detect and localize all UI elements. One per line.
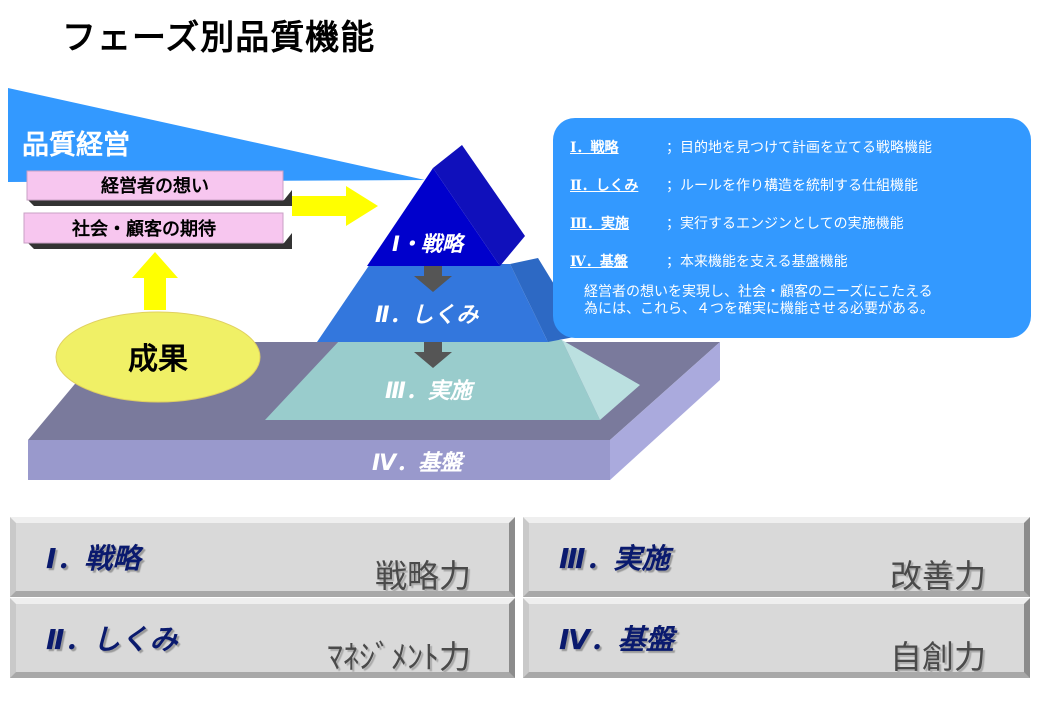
panel-value: ﾏﾈｼﾞﾒﾝﾄ力 — [326, 638, 471, 676]
panel-foundation: Ⅳ．基盤 自創力 — [523, 598, 1030, 678]
box2-label: 社会・顧客の期待 — [72, 218, 216, 240]
panel-title: Ⅲ．実施 — [559, 542, 670, 575]
panel-value: 改善力 — [889, 557, 986, 595]
level2-label: Ⅱ．しくみ — [375, 303, 479, 328]
box2-shadow — [28, 233, 292, 249]
info-key: Ⅳ．基盤 — [570, 254, 628, 270]
panel-title: Ⅱ．しくみ — [46, 623, 178, 656]
banner-wedge — [8, 88, 425, 182]
banner-label: 品質経営 — [22, 129, 130, 161]
level3-front — [265, 340, 600, 420]
base-slab-front — [28, 440, 610, 480]
box1 — [26, 170, 284, 201]
level1-front — [367, 168, 500, 266]
box1-label: 経営者の想い — [101, 175, 209, 197]
result-ellipse — [55, 311, 261, 403]
info-key: Ⅰ．戦略 — [570, 140, 619, 156]
info-note-line: 為には、これら、４つを確実に機能させる必要がある。 — [584, 301, 934, 317]
panel-system: Ⅱ．しくみ ﾏﾈｼﾞﾒﾝﾄ力 — [10, 598, 515, 678]
info-key: Ⅲ．実施 — [570, 216, 630, 232]
info-note-line: 経営者の想いを実現し、社会・顧客のニーズにこたえる — [584, 284, 933, 300]
panel-implementation: Ⅲ．実施 改善力 — [523, 517, 1030, 597]
info-value: ；本来機能を支える基盤機能 — [666, 254, 848, 270]
box2 — [23, 212, 284, 244]
page-title: フェーズ別品質機能 — [62, 18, 376, 58]
down-arrow-icon — [414, 342, 452, 368]
info-row: Ⅰ．戦略 ；目的地を見つけて計画を立てる戦略機能 — [570, 128, 1017, 166]
result-label: 成果 — [128, 342, 188, 377]
up-arrow-icon — [132, 252, 178, 310]
info-box: Ⅰ．戦略 ；目的地を見つけて計画を立てる戦略機能 Ⅱ．しくみ ；ルールを作り構造… — [553, 118, 1031, 338]
level3-label: Ⅲ．実施 — [385, 378, 476, 404]
box1-shadow — [28, 190, 292, 206]
info-row: Ⅲ．実施 ；実行するエンジンとしての実施機能 — [570, 204, 1017, 242]
info-value: ；ルールを作り構造を統制する仕組機能 — [666, 178, 918, 194]
level3-side — [562, 340, 640, 420]
level1-side — [433, 145, 525, 266]
level1-label: Ⅰ・戦略 — [392, 232, 466, 256]
panel-title: Ⅳ．基盤 — [559, 623, 674, 656]
panel-value: 戦略力 — [374, 557, 471, 595]
base-slab-side — [610, 342, 720, 480]
info-row: Ⅱ．しくみ ；ルールを作り構造を統制する仕組機能 — [570, 166, 1017, 204]
right-arrow-icon — [292, 186, 378, 226]
info-note: 経営者の想いを実現し、社会・顧客のニーズにこたえる 為には、これら、４つを確実に… — [570, 284, 1017, 318]
panel-title: Ⅰ．戦略 — [46, 542, 141, 575]
info-value: ；実行するエンジンとしての実施機能 — [666, 216, 904, 232]
panel-value: 自創力 — [889, 638, 986, 676]
level2-front — [317, 264, 548, 342]
down-arrow-icon — [414, 266, 452, 292]
quality-function-diagram: 品質経営 Ⅳ．基盤 Ⅲ．実施 Ⅱ．しくみ Ⅰ・戦略 経営者の想い 社会・顧客の期… — [8, 88, 720, 480]
panel-strategy: Ⅰ．戦略 戦略力 — [10, 517, 515, 597]
info-value: ；目的地を見つけて計画を立てる戦略機能 — [666, 140, 932, 156]
info-key: Ⅱ．しくみ — [570, 178, 639, 194]
info-row: Ⅳ．基盤 ；本来機能を支える基盤機能 — [570, 242, 1017, 280]
level4-label: Ⅳ．基盤 — [372, 451, 465, 476]
